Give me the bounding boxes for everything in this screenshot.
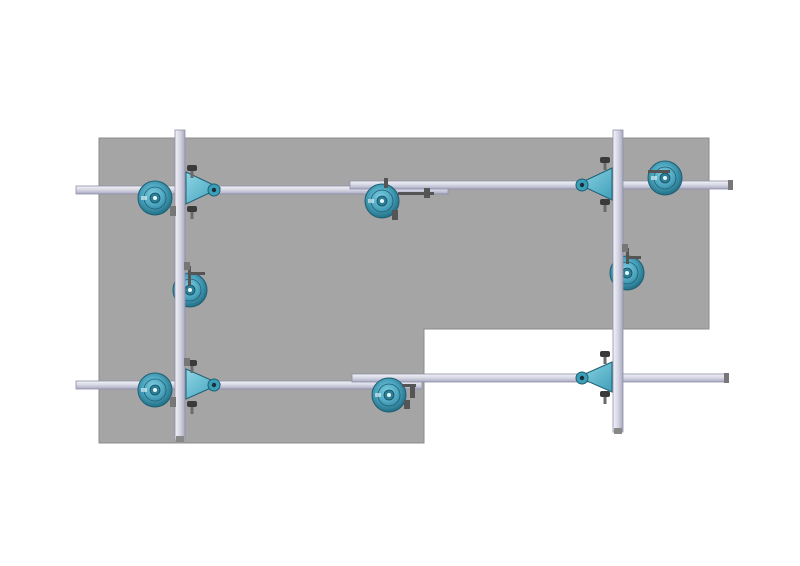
rail-bottom-left <box>75 380 423 390</box>
bracket-top-right <box>575 167 613 201</box>
bracket-bottom-left <box>185 368 222 400</box>
glass-panel <box>98 137 710 444</box>
bracket-top-left <box>185 171 222 205</box>
rail-bottom-right <box>351 373 729 383</box>
suction-cup-3 <box>647 160 683 196</box>
bracket-bottom-right <box>575 361 613 393</box>
vertical-beam-right <box>612 129 624 434</box>
rail-top-right <box>349 180 733 190</box>
vertical-beam-left <box>174 129 186 442</box>
knob-8 <box>600 391 610 404</box>
rail-top-left <box>75 185 449 195</box>
knob-7 <box>600 351 610 364</box>
suction-cup-1 <box>137 180 173 216</box>
suction-cup-6 <box>137 372 173 408</box>
suction-cup-7 <box>371 377 407 413</box>
cup-hardware <box>188 170 670 409</box>
beam-clamps <box>170 206 628 407</box>
